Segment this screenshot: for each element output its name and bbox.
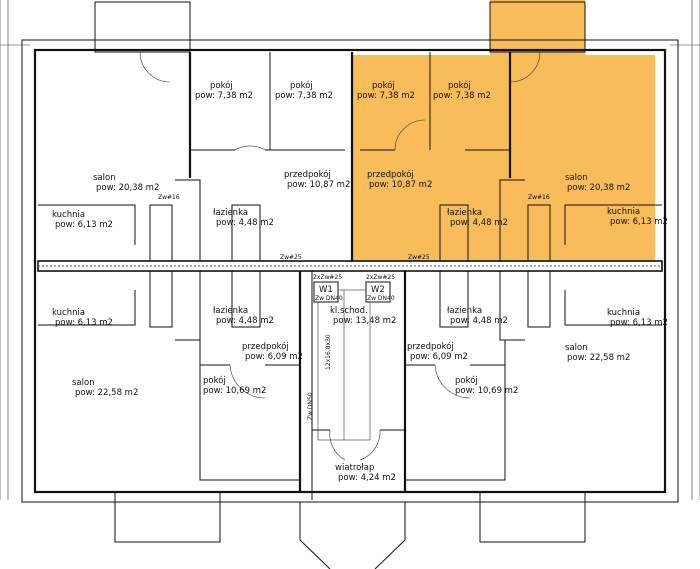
room-area: pow: 10,87 m2	[287, 180, 350, 190]
room-area: pow: 4,48 m2	[450, 218, 508, 228]
room-area: pow: 4,24 m2	[338, 473, 396, 483]
room-name: pokój	[448, 80, 471, 91]
room-labels: pokój pow: 7,38 m2 pokój pow: 7,38 m2 po…	[52, 80, 668, 483]
room-area: pow: 4,48 m2	[450, 316, 508, 326]
stairs-label: 12x16,8x30	[325, 334, 332, 370]
room-area: pow: 6,13 m2	[55, 318, 113, 328]
room-name: przedpokój	[242, 341, 289, 352]
room-name: pow: 6,13 m2	[610, 217, 668, 227]
pipe-label: 2xZw#25	[313, 274, 342, 281]
room-area: pow: 20,38 m2	[96, 183, 159, 193]
room-name: łazienka	[447, 306, 482, 316]
riser-w2-sub: Zw DN40	[367, 295, 395, 302]
room-area: pow: 7,38 m2	[433, 91, 491, 101]
riser-w1-label: W1	[319, 285, 333, 295]
room-name: kl.schod.	[330, 306, 368, 316]
room-area: pow: 20,38 m2	[567, 183, 630, 193]
room-name: wiatrołap	[335, 463, 374, 473]
room-area: pow: 6,09 m2	[410, 352, 468, 362]
room-name: kuchnia	[607, 308, 640, 318]
room-area: pow: 10,69 m2	[203, 386, 266, 396]
room-name: pokój	[455, 375, 478, 386]
room-name: przedpokój	[407, 341, 454, 352]
room-area: pow: 7,38 m2	[195, 91, 253, 101]
room-name: przedpokój	[367, 169, 414, 180]
room-name: pokój	[203, 375, 226, 386]
pipe-label: Zw DN50	[307, 392, 314, 420]
room-name: łazienka	[447, 208, 482, 218]
pipe-label: Zw#16	[158, 194, 180, 201]
riser-w1-sub: Zw DN40	[315, 295, 343, 302]
room-area: pow: 10,69 m2	[455, 386, 518, 396]
pipe-label: Zw#25	[280, 254, 302, 261]
riser-w2-label: W2	[371, 285, 385, 295]
room-name: przedpokój	[284, 169, 331, 180]
room-area: pow: 13,48 m2	[333, 316, 396, 326]
room-name: łazienka	[213, 306, 248, 316]
room-area: pow: 22,58 m2	[75, 388, 138, 398]
room-area: pow: 7,38 m2	[357, 91, 415, 101]
room-name: łazienka	[213, 208, 248, 218]
room-area: pow: 4,48 m2	[216, 218, 274, 228]
room-name: salon	[565, 173, 588, 183]
room-area: pow: 7,38 m2	[275, 91, 333, 101]
room-name: kuchnia	[607, 207, 640, 217]
risers: W1 Zw DN40 W2 Zw DN40 2xZw#25 2xZw#25 Zw…	[158, 194, 550, 420]
room-area: pow: 4,48 m2	[216, 316, 274, 326]
highlighted-apartment	[352, 0, 655, 262]
room-name: pokój	[372, 80, 395, 91]
room-area: pow: 6,09 m2	[245, 352, 303, 362]
room-name: pokój	[290, 80, 313, 91]
pipe-label: 2xZw#25	[366, 274, 395, 281]
room-name: salon	[565, 343, 588, 353]
room-area: pow: 6,13 m2	[55, 220, 113, 230]
room-name: pokój	[210, 80, 233, 91]
room-area: pow: 6,13 m2	[610, 318, 668, 328]
room-name: salon	[72, 378, 95, 388]
pipe-label: Zw#25	[408, 254, 430, 261]
room-name: salon	[93, 173, 116, 183]
pipe-label: Zw#16	[528, 194, 550, 201]
room-area: pow: 22,58 m2	[567, 353, 630, 363]
room-name: kuchnia	[52, 210, 85, 220]
room-name: kuchnia	[52, 308, 85, 318]
room-area: pow: 10,87 m2	[369, 180, 432, 190]
